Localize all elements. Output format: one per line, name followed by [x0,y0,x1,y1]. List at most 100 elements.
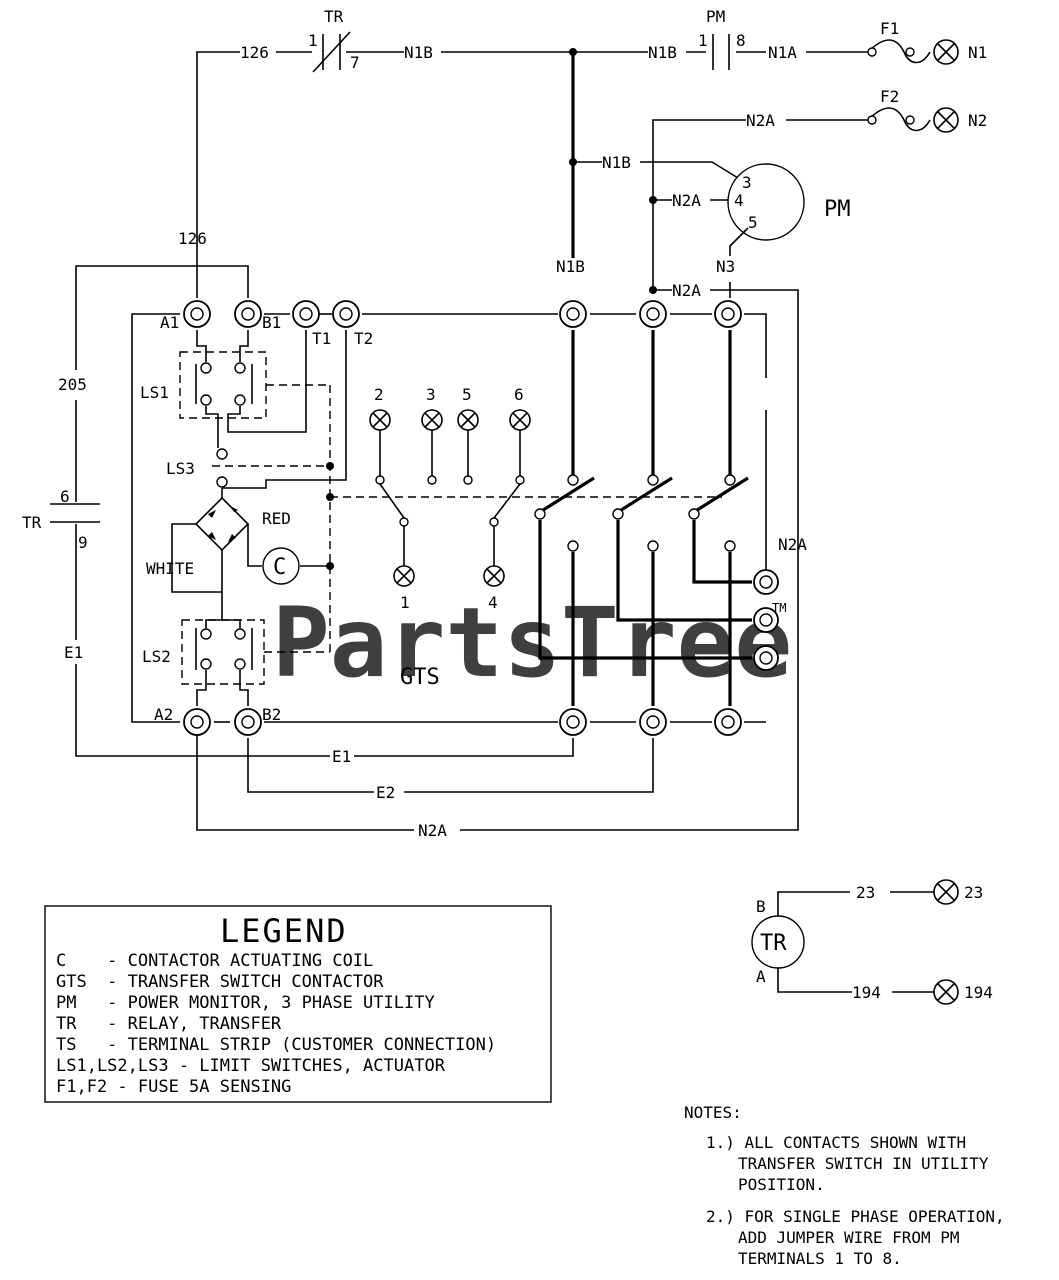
note-2-line-3: TERMINALS 1 TO 8. [738,1249,902,1268]
terminal-t1 [292,300,320,328]
t1-label: T1 [312,329,331,348]
tr-contact-6: 6 [60,487,70,506]
note-1-line-1: 1.) ALL CONTACTS SHOWN WITH [706,1133,966,1152]
terminal-a2 [183,708,211,736]
terminal-23 [933,879,959,905]
terminal-t2 [332,300,360,328]
terminal-bottom-2 [639,708,667,736]
terminal-5 [457,409,479,431]
pm-contact-8: 8 [736,31,746,50]
wire-n2a-mid: N2A [672,281,701,300]
legend-row: F1,F2 - FUSE 5A SENSING [56,1077,291,1097]
terminal-top-2 [639,300,667,328]
terminal-3 [421,409,443,431]
wire-n2a-side: N2A [778,535,807,554]
gts-label: GTS [400,665,440,690]
wire-e2: E2 [376,783,395,802]
legend-row: C - CONTACTOR ACTUATING COIL [56,951,373,971]
tr-contact-7: 7 [350,53,360,72]
pm-contact-label: PM [706,7,725,26]
tr-coil-label: TR [22,513,42,532]
wire-n1b-vertical: N1B [556,257,585,276]
transfer-relay: TR B A 23 23 194 194 [751,879,993,1005]
a1-label: A1 [160,313,179,332]
wire-n1b-pm: N1B [602,153,631,172]
b1-label: B1 [262,313,281,332]
a2-label: A2 [154,705,173,724]
wire-n3: N3 [716,257,735,276]
tr-contact-label: TR [324,7,344,26]
wire-n1b-top-a: N1B [404,43,433,62]
gts-labels: A1 B1 T1 T2 LS1 LS3 RED WHITE C LS2 A2 B… [140,313,524,724]
terminal-top-3 [714,300,742,328]
wire-labels: TR 126 1 7 N1B N1B PM 1 8 N1A F1 N1 F2 N… [22,7,987,840]
b2-label: B2 [262,705,281,724]
term-3-label: 3 [426,385,436,404]
pm-pin-5: 5 [748,213,758,232]
terminal-top-1 [559,300,587,328]
note-2-line-2: ADD JUMPER WIRE FROM PM [738,1228,960,1247]
legend-row: TS - TERMINAL STRIP (CUSTOMER CONNECTION… [56,1035,496,1055]
terminal-1 [393,565,415,587]
watermark: PartsTree TM [272,587,792,699]
wire-n1a: N1A [768,43,797,62]
term-5-label: 5 [462,385,472,404]
terminal-a1 [183,300,211,328]
fuse-f1-label: F1 [880,19,899,38]
note-1-line-3: POSITION. [738,1175,825,1194]
terminal-right-2 [753,607,779,633]
terminal-bottom-1 [559,708,587,736]
watermark-text: PartsTree [272,587,792,699]
terminal-4 [483,565,505,587]
terminal-right-3 [753,645,779,671]
n2-label: N2 [968,111,987,130]
white-label: WHITE [146,559,194,578]
notes-heading: NOTES: [684,1103,742,1122]
tr-contact-1: 1 [308,31,318,50]
wire-126-side: 126 [178,229,207,248]
tr-relay-b: B [756,897,766,916]
wire-205: 205 [58,375,87,394]
legend-title: LEGEND [220,912,348,950]
wire-n2a-top: N2A [746,111,775,130]
notes: NOTES: 1.) ALL CONTACTS SHOWN WITH TRANS… [684,1103,1005,1268]
n1-terminal [933,39,959,65]
wire-n1b-top-b: N1B [648,43,677,62]
pm-pin-4: 4 [734,191,744,210]
terminal-194 [933,979,959,1005]
wire-23: 23 [856,883,875,902]
gts-contactor [50,265,779,793]
note-2-line-1: 2.) FOR SINGLE PHASE OPERATION, [706,1207,1005,1226]
power-monitor-labels: PM 3 4 5 [734,173,851,232]
power-monitor [727,163,805,241]
term-6-label: 6 [514,385,524,404]
ls3-label: LS3 [166,459,195,478]
terminal-b1 [234,300,262,328]
term-1-label: 1 [400,593,410,612]
ls2-label: LS2 [142,647,171,666]
tr-contact-9: 9 [78,533,88,552]
term-4-label: 4 [488,593,498,612]
top-wiring [196,31,959,831]
n1-label: N1 [968,43,987,62]
terminal-right-1 [753,569,779,595]
wire-e1-bottom: E1 [332,747,351,766]
pm-contact-1: 1 [698,31,708,50]
n2-terminal [933,107,959,133]
red-label: RED [262,509,291,528]
note-1-line-2: TRANSFER SWITCH IN UTILITY [738,1154,989,1173]
terminal-6 [509,409,531,431]
terminal-bottom-3 [714,708,742,736]
wire-126-top: 126 [240,43,269,62]
legend-row: LS1,LS2,LS3 - LIMIT SWITCHES, ACTUATOR [56,1056,446,1076]
ls1-label: LS1 [140,383,169,402]
legend-row: GTS - TRANSFER SWITCH CONTACTOR [56,972,384,992]
tr-relay-a: A [756,967,766,986]
terminal-b2 [234,708,262,736]
wire-e1-side: E1 [64,643,83,662]
terminal-194-label: 194 [964,983,993,1002]
wire-n2a-bottom: N2A [418,821,447,840]
pm-pin-3: 3 [742,173,752,192]
coil-label: C [273,555,286,580]
